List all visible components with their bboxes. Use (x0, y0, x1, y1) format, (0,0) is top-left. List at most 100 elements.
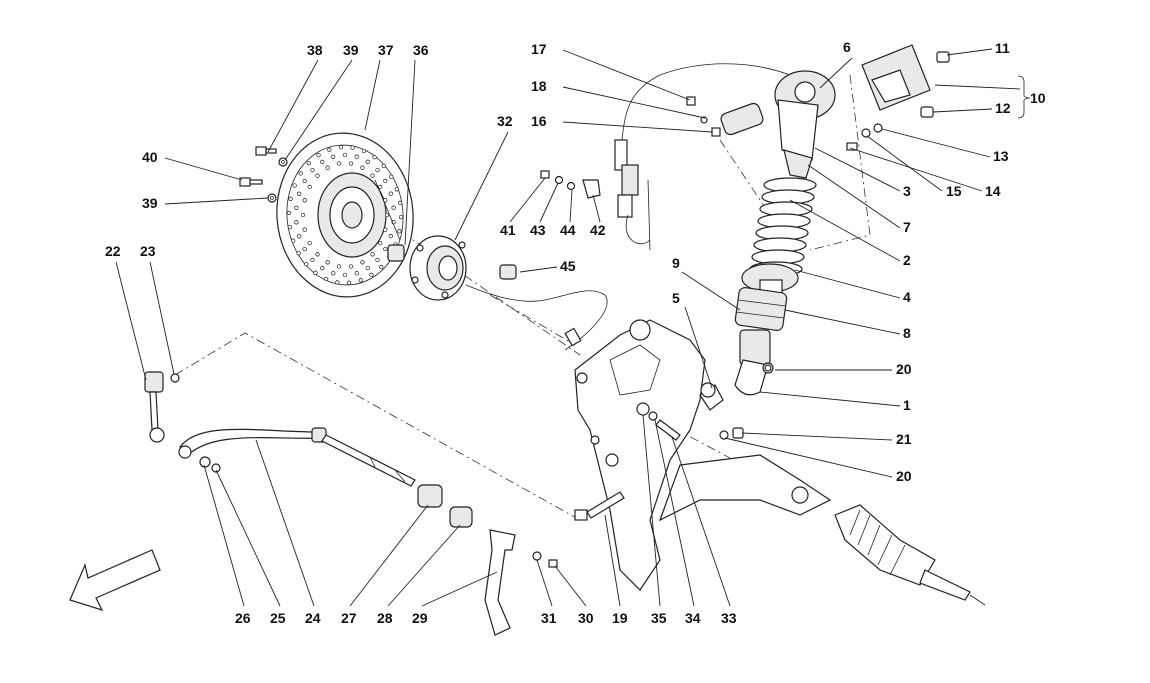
disc-hole (348, 264, 354, 269)
label-28: 28 (377, 610, 393, 626)
disc-hole (365, 159, 370, 164)
leader-line (819, 57, 853, 89)
wheel-upright (574, 319, 724, 591)
leader-line (255, 439, 315, 607)
disc-hole (397, 229, 402, 234)
top-mount-plate (846, 44, 950, 151)
label-16: 16 (531, 113, 547, 129)
disc-hole (378, 240, 383, 246)
label-10: 10 (1030, 90, 1046, 106)
label-9: 9 (672, 255, 680, 271)
coil-spring (749, 177, 817, 277)
disc-hole (297, 234, 302, 239)
label-30: 30 (578, 610, 594, 626)
disc-hole (291, 238, 296, 243)
label-4: 4 (903, 289, 911, 305)
disc-hole (325, 260, 330, 265)
disc-hole (300, 212, 306, 218)
label-19: 19 (612, 610, 628, 626)
disc-hole (302, 198, 307, 203)
disc-hole (320, 266, 325, 271)
sensor-cable (614, 63, 791, 251)
label-42: 42 (590, 222, 606, 238)
disc-hole (336, 264, 342, 269)
disc-hole (394, 187, 399, 192)
disc-hole (354, 154, 359, 159)
disc-hole (370, 252, 375, 257)
part-number-labels: 38 39 37 36 40 39 32 17 18 16 6 11 10 12… (105, 39, 1046, 626)
disc-hole (313, 270, 318, 275)
disc-hole (360, 165, 365, 170)
leader-line (387, 524, 461, 607)
leader-line (509, 177, 546, 223)
leader-line (592, 194, 601, 223)
disc-bolts (239, 146, 288, 203)
disc-hole (325, 165, 330, 170)
disc-hole (288, 196, 293, 201)
label-41: 41 (500, 222, 516, 238)
disc-hole (286, 210, 292, 216)
leader-line (724, 437, 893, 478)
disc-hole (307, 240, 312, 246)
label-20-lower: 20 (896, 468, 912, 484)
label-13: 13 (993, 148, 1009, 164)
disc-hole (375, 257, 380, 263)
label-36: 36 (413, 42, 429, 58)
sensor-bracket-set (540, 170, 601, 199)
disc-hole (315, 252, 320, 257)
leader-line (654, 419, 695, 607)
leader-line (642, 414, 661, 607)
leader-line (149, 261, 175, 375)
leader-line (849, 147, 983, 192)
leader-line (934, 84, 1021, 90)
leader-line (671, 436, 731, 607)
label-15: 15 (946, 183, 962, 199)
leader-line (364, 59, 381, 131)
disc-drill-holes (286, 145, 404, 285)
label-6: 6 (843, 39, 851, 55)
disc-hole (350, 145, 355, 150)
label-33: 33 (721, 610, 737, 626)
disc-hole (302, 227, 307, 232)
disc-hole (389, 174, 394, 179)
leader-line (349, 504, 429, 607)
label-1: 1 (903, 397, 911, 413)
disc-hole (338, 145, 344, 150)
label-25: 25 (270, 610, 286, 626)
leader-line (562, 121, 713, 133)
disc-hole (320, 159, 325, 165)
shock-absorber (734, 70, 836, 396)
label-3: 3 (903, 183, 911, 199)
leader-line (562, 86, 706, 119)
leader-line (807, 164, 901, 229)
disc-hole (306, 160, 311, 166)
leader-line (164, 157, 243, 181)
leader-line (267, 59, 319, 153)
leader-line (554, 565, 587, 607)
disc-hole (298, 171, 303, 176)
label-45: 45 (560, 258, 576, 274)
disc-hole (335, 280, 340, 285)
leader-line (681, 271, 741, 311)
disc-hole (302, 178, 307, 184)
disc-hole (372, 155, 377, 160)
label-43: 43 (530, 222, 546, 238)
disc-hole (296, 251, 301, 256)
leader-line (536, 559, 553, 607)
disc-hole (383, 178, 388, 184)
disc-hole (379, 264, 384, 270)
label-26: 26 (235, 610, 251, 626)
label-18: 18 (531, 78, 547, 94)
disc-hole (360, 260, 365, 265)
adjuster-ring (734, 287, 788, 331)
label-35: 35 (651, 610, 667, 626)
anti-roll-bar (144, 371, 558, 636)
label-24: 24 (305, 610, 321, 626)
disc-hole (294, 205, 299, 210)
disc-hole (323, 276, 329, 282)
label-39: 39 (343, 42, 359, 58)
leader-line (569, 189, 573, 223)
leader-line (404, 59, 416, 246)
label-31: 31 (541, 610, 557, 626)
